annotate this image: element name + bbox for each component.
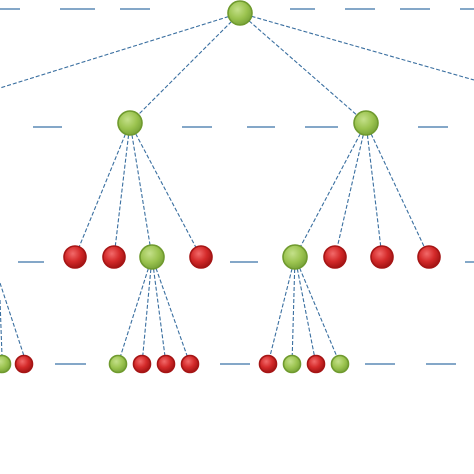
leaf-node-b2 xyxy=(323,245,347,269)
expanded-node-e1 xyxy=(0,354,12,374)
edge-root-L xyxy=(129,12,241,124)
leaf-node-c4 xyxy=(180,354,200,374)
edge-L-a3 xyxy=(129,122,153,258)
edge-a3-c2 xyxy=(141,256,153,365)
edge-offscreen-0 xyxy=(0,12,241,89)
expanded-node-b1 xyxy=(282,244,308,270)
edge-L-a1 xyxy=(74,122,131,258)
leaf-node-b3 xyxy=(370,245,394,269)
leaf-node-c3 xyxy=(156,354,176,374)
edge-offscreen-2 xyxy=(0,299,3,357)
expanded-node-root xyxy=(227,0,253,26)
edge-a3-c3 xyxy=(151,256,167,365)
edge-b1-d2 xyxy=(291,256,296,365)
leaf-node-b4 xyxy=(417,245,441,269)
expanded-node-d4 xyxy=(330,354,350,374)
edge-a3-c1 xyxy=(117,256,153,365)
expanded-node-L xyxy=(117,110,143,136)
expanded-node-c1 xyxy=(108,354,128,374)
edge-root-R xyxy=(239,12,367,124)
leaf-node-a2 xyxy=(102,245,126,269)
edge-R-b1 xyxy=(294,122,367,258)
expanded-node-a3 xyxy=(139,244,165,270)
edge-b1-d1 xyxy=(267,256,296,365)
leaf-node-a4 xyxy=(189,245,213,269)
leaf-node-d1 xyxy=(258,354,278,374)
edge-b1-d4 xyxy=(294,256,341,365)
leaf-node-a1 xyxy=(63,245,87,269)
edge-L-a4 xyxy=(129,122,202,258)
edge-R-b3 xyxy=(365,122,383,258)
leaf-node-e2 xyxy=(14,354,34,374)
edge-b1-d3 xyxy=(294,256,317,365)
leaf-node-d3 xyxy=(306,354,326,374)
leaf-node-c2 xyxy=(132,354,152,374)
edge-R-b2 xyxy=(334,122,367,258)
level-dashes xyxy=(0,8,474,365)
tree-edges xyxy=(0,12,474,365)
edge-L-a2 xyxy=(113,122,131,258)
tree-nodes xyxy=(0,0,441,374)
edge-offscreen-3 xyxy=(0,282,25,357)
expanded-node-d2 xyxy=(282,354,302,374)
edge-a3-c4 xyxy=(151,256,191,365)
edge-R-b4 xyxy=(365,122,430,258)
edge-offscreen-1 xyxy=(239,12,474,81)
expanded-node-R xyxy=(353,110,379,136)
